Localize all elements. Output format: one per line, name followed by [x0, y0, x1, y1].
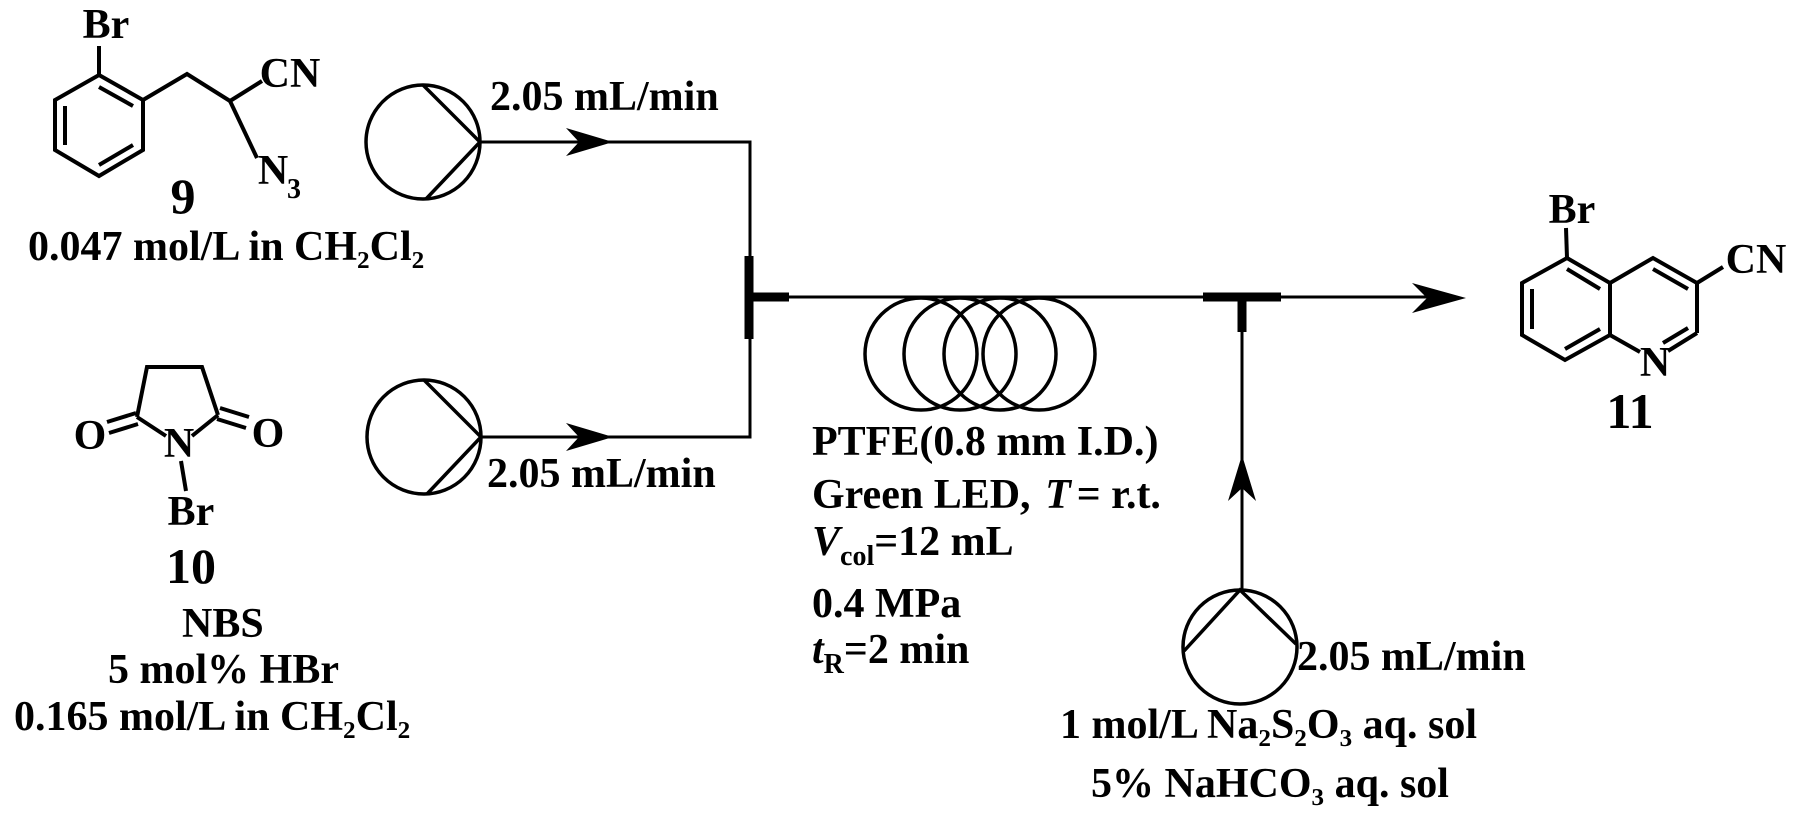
flow-rate-quench: 2.05 mL/min — [1297, 634, 1526, 680]
bond-c-n — [1666, 331, 1699, 353]
flow-rate-bottom: 2.05 mL/min — [487, 451, 716, 497]
atom-label-br: Br — [168, 489, 215, 535]
volume-subscript: col — [840, 541, 875, 572]
ring-top — [135, 365, 220, 418]
bond-c-n — [1609, 333, 1641, 354]
reactor-led-condition: Green LED, T= r.t. — [812, 474, 1161, 516]
structure-product-11: Br CN N 11 — [1520, 187, 1787, 439]
atom-label-cn: CN — [1726, 237, 1787, 283]
flow-line-top — [480, 140, 752, 262]
reagent10-concentration: 0.165 mol/L in CH₂Cl₂ — [14, 694, 411, 740]
double-bond-co — [219, 406, 250, 419]
reagent10-catalyst: 5 mol% HBr — [108, 647, 339, 693]
atom-label-n: N — [1640, 340, 1670, 386]
reactor-pressure: 0.4 MPa — [812, 581, 962, 627]
pump-3 — [1181, 587, 1299, 706]
reactor-residence-time: tR=2 min — [812, 627, 970, 679]
compound-number-11: 11 — [1606, 383, 1653, 439]
time-variable: t — [812, 627, 824, 673]
double-bond-co — [216, 417, 247, 430]
compound-number-10: 10 — [166, 538, 216, 594]
double-bond — [1564, 327, 1601, 351]
bond-br — [1564, 227, 1569, 259]
atom-label-n: N — [258, 148, 288, 194]
arrow-icon — [566, 423, 613, 451]
flow-line-bottom — [481, 334, 752, 439]
reactor-volume: Vcol=12 mL — [812, 519, 1014, 571]
structure-reagent-9: Br CN N 3 9 — [53, 2, 321, 224]
led-value: = r.t. — [1076, 472, 1161, 518]
coil-loop — [902, 296, 1018, 412]
time-subscript: R — [823, 649, 844, 680]
pump-triangle — [422, 378, 484, 496]
bond-cn — [228, 79, 264, 103]
double-bond-co — [106, 411, 137, 424]
bond-n-c — [190, 413, 220, 438]
volume-variable: V — [812, 519, 841, 565]
quench-solution-1: 1 mol/L Na₂S₂O₃ aq. sol — [1060, 702, 1478, 748]
double-bond — [1661, 326, 1690, 345]
coil-loop — [981, 296, 1097, 412]
pump-icon — [1181, 588, 1299, 706]
double-bond — [1652, 267, 1689, 291]
atom-label-cn: CN — [260, 51, 321, 97]
atom-label-n-sub: 3 — [287, 174, 301, 205]
bond-n-c — [135, 415, 168, 438]
volume-value: =12 mL — [874, 519, 1014, 565]
t-mixer-1 — [744, 256, 789, 339]
benzene-ring — [53, 72, 145, 179]
reagent10-name: NBS — [182, 601, 264, 647]
flow-lines — [480, 140, 1430, 590]
coil-loop — [942, 296, 1058, 412]
pump-1 — [364, 83, 483, 201]
coil-loop — [863, 296, 979, 412]
double-bond — [98, 85, 134, 108]
pyridine-ring — [1608, 255, 1699, 333]
reactor-coil — [863, 296, 1097, 412]
bond-cn — [1695, 265, 1725, 285]
benzo-ring — [1520, 255, 1612, 363]
atom-label-o-right: O — [252, 411, 285, 457]
pump-triangle — [421, 83, 483, 201]
double-bond — [1565, 267, 1602, 291]
t-mixer-2 — [1203, 292, 1281, 332]
double-bond — [97, 143, 135, 167]
compound-number-9: 9 — [171, 168, 196, 224]
flow-rate-top: 2.05 mL/min — [490, 74, 719, 120]
reactor-tubing: PTFE(0.8 mm I.D.) — [812, 419, 1159, 465]
led-prefix: Green LED, — [812, 472, 1031, 518]
arrow-up-icon — [1228, 455, 1256, 501]
structure-reagent-10: O O N Br 10 — [74, 365, 285, 594]
bond-chain — [141, 71, 232, 103]
double-bond-co — [108, 422, 139, 435]
pump-icon — [365, 378, 483, 496]
bond-n3 — [228, 100, 259, 159]
atom-label-br: Br — [1549, 187, 1596, 233]
pump-2 — [365, 378, 484, 496]
arrow-product-icon — [1412, 283, 1466, 313]
arrowheads — [566, 128, 1466, 501]
atom-label-br: Br — [83, 2, 130, 48]
reagent9-concentration: 0.047 mol/L in CH₂Cl₂ — [28, 224, 425, 270]
temperature-variable: T — [1045, 472, 1071, 518]
bond-n-br — [179, 460, 188, 492]
pump-triangle — [1182, 587, 1298, 653]
atom-label-o-left: O — [74, 413, 107, 459]
time-value: =2 min — [843, 627, 970, 673]
quench-solution-2: 5% NaHCO₃ aq. sol — [1091, 761, 1449, 807]
atom-label-n: N — [164, 421, 194, 467]
pump-icon — [364, 83, 482, 201]
arrow-icon — [566, 128, 613, 156]
